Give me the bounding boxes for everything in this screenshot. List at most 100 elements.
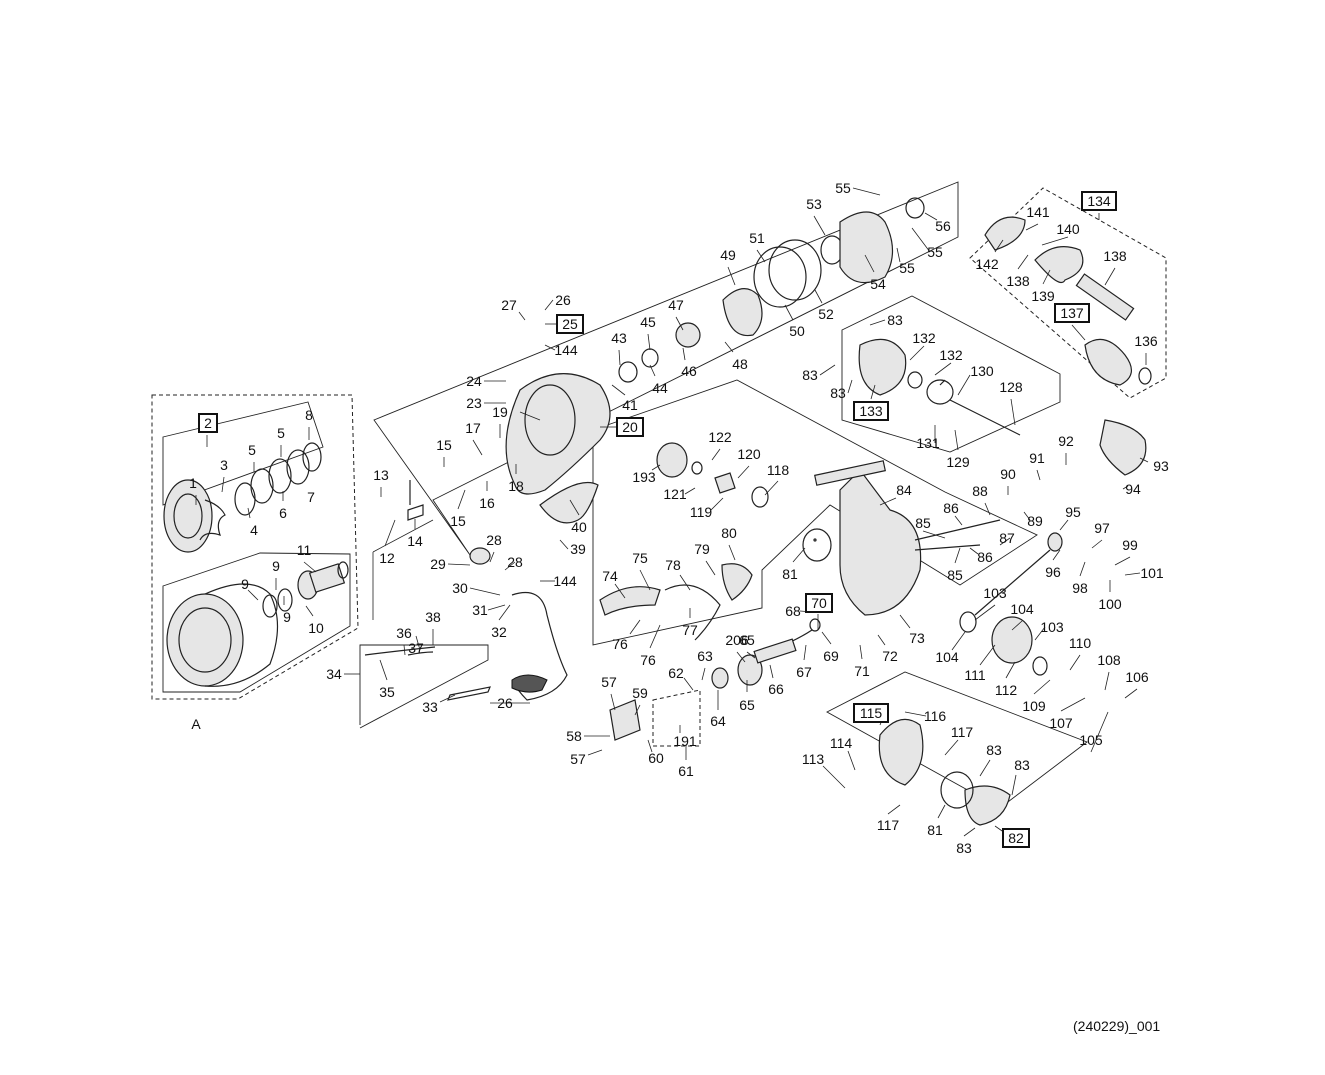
callout-part-number: 13 [373,467,389,483]
callout-text: 93 [1153,458,1169,474]
leader-line [1010,398,1016,426]
callout-part-number: 75 [632,550,648,566]
callout-part-number: 38 [425,609,441,625]
callout-part-number: 15 [450,513,466,529]
callout-text: 83 [956,840,972,856]
callout-text: 63 [697,648,713,664]
leader-line [1079,561,1086,577]
callout-text: 138 [1006,273,1030,289]
callout-text: 105 [1079,732,1103,748]
callout-text: 26 [555,292,571,308]
leader-line [963,827,976,837]
callout-part-number: 83 [887,312,903,328]
callout-part-number: 142 [975,256,999,272]
leader-line [472,439,483,456]
callout-part-number: 48 [732,356,748,372]
leader-line [614,583,626,599]
callout-text: 144 [553,573,577,589]
leader-line [1033,679,1051,695]
leader-line [911,227,931,253]
leader-line [1069,654,1081,671]
callout-text: 84 [896,482,912,498]
callout-text: 9 [283,609,291,625]
callout-part-number: 83 [802,367,818,383]
leader-line [675,316,684,331]
callout-text: 3 [220,457,228,473]
leader-line [247,589,259,601]
callout-text: 128 [999,379,1023,395]
leader-line [954,547,961,564]
callout-part-number: 103 [1040,619,1064,635]
callout-text: 17 [465,420,481,436]
callout-part-number: 144 [553,573,577,589]
callout-text: 25 [562,316,578,332]
callout-text: 116 [924,708,947,724]
leader-line [746,651,756,659]
leader-line [984,502,991,516]
callout-text: 86 [977,549,993,565]
leader-line [1071,324,1086,341]
callout-part-number: 114 [830,735,853,751]
callout-part-number: 76 [612,636,628,652]
leader-line [859,644,863,660]
callout-part-number: 9 [272,558,280,574]
leader-line [979,644,996,666]
callout-text: 55 [899,260,915,276]
callout-assembly-number: 82 [1002,828,1030,848]
callout-text: 5 [277,425,285,441]
leader-line [819,364,836,376]
leader-line [922,530,946,539]
callout-text: 55 [927,244,943,260]
leader-line [498,604,511,621]
callout-text: 58 [566,728,582,744]
callout-part-number: 39 [570,541,586,557]
callout-part-number: 57 [570,751,586,767]
callout-part-number: 110 [1069,635,1092,651]
callout-part-number: 130 [970,363,994,379]
leader-line [737,465,750,479]
leader-line [870,384,876,400]
body-shape [839,469,922,616]
callout-part-number: 132 [912,330,936,346]
callout-text: 106 [1125,669,1149,685]
callout-text: 36 [396,625,412,641]
callout-text: 23 [466,395,482,411]
callout-part-number: 77 [682,622,698,638]
callout-part-number: 11 [297,542,312,558]
callout-text: 144 [554,342,578,358]
callout-part-number: 14 [407,533,423,549]
leader-line [487,604,506,611]
callout-part-number: 66 [768,681,784,697]
callout-part-number: 47 [668,297,684,313]
callout-text: 50 [789,323,805,339]
callout-text: 141 [1026,204,1050,220]
callout-part-number: 57 [601,674,617,690]
part-illustrations [163,197,1152,826]
callout-part-number: 116 [924,708,947,724]
callout-text: 29 [430,556,446,572]
callout-part-number: 88 [972,483,988,499]
leader-line [1090,711,1109,753]
callout-text: 80 [721,525,737,541]
callout-part-number: 90 [1000,466,1016,482]
callout-part-number: 54 [870,276,886,292]
callout-text: 131 [916,435,940,451]
callout-part-number: 128 [999,379,1023,395]
callout-part-number: 41 [622,397,638,413]
callout-part-number: 111 [964,667,985,683]
callout-text: 18 [508,478,524,494]
callout-text: 48 [732,356,748,372]
callout-part-number: 34 [326,666,342,682]
callout-text: 4 [250,522,258,538]
callout-part-number: 105 [1079,732,1103,748]
callout-part-number: 72 [882,648,898,664]
callout-text: 88 [972,483,988,499]
callout-text: 109 [1022,698,1046,714]
callout-part-number: 92 [1058,433,1074,449]
callout-text: 24 [466,373,482,389]
callout-text: 5 [248,442,256,458]
rotor-shape [505,373,611,495]
callout-part-number: 1 [189,475,197,491]
callout-part-number: 37 [408,640,424,656]
